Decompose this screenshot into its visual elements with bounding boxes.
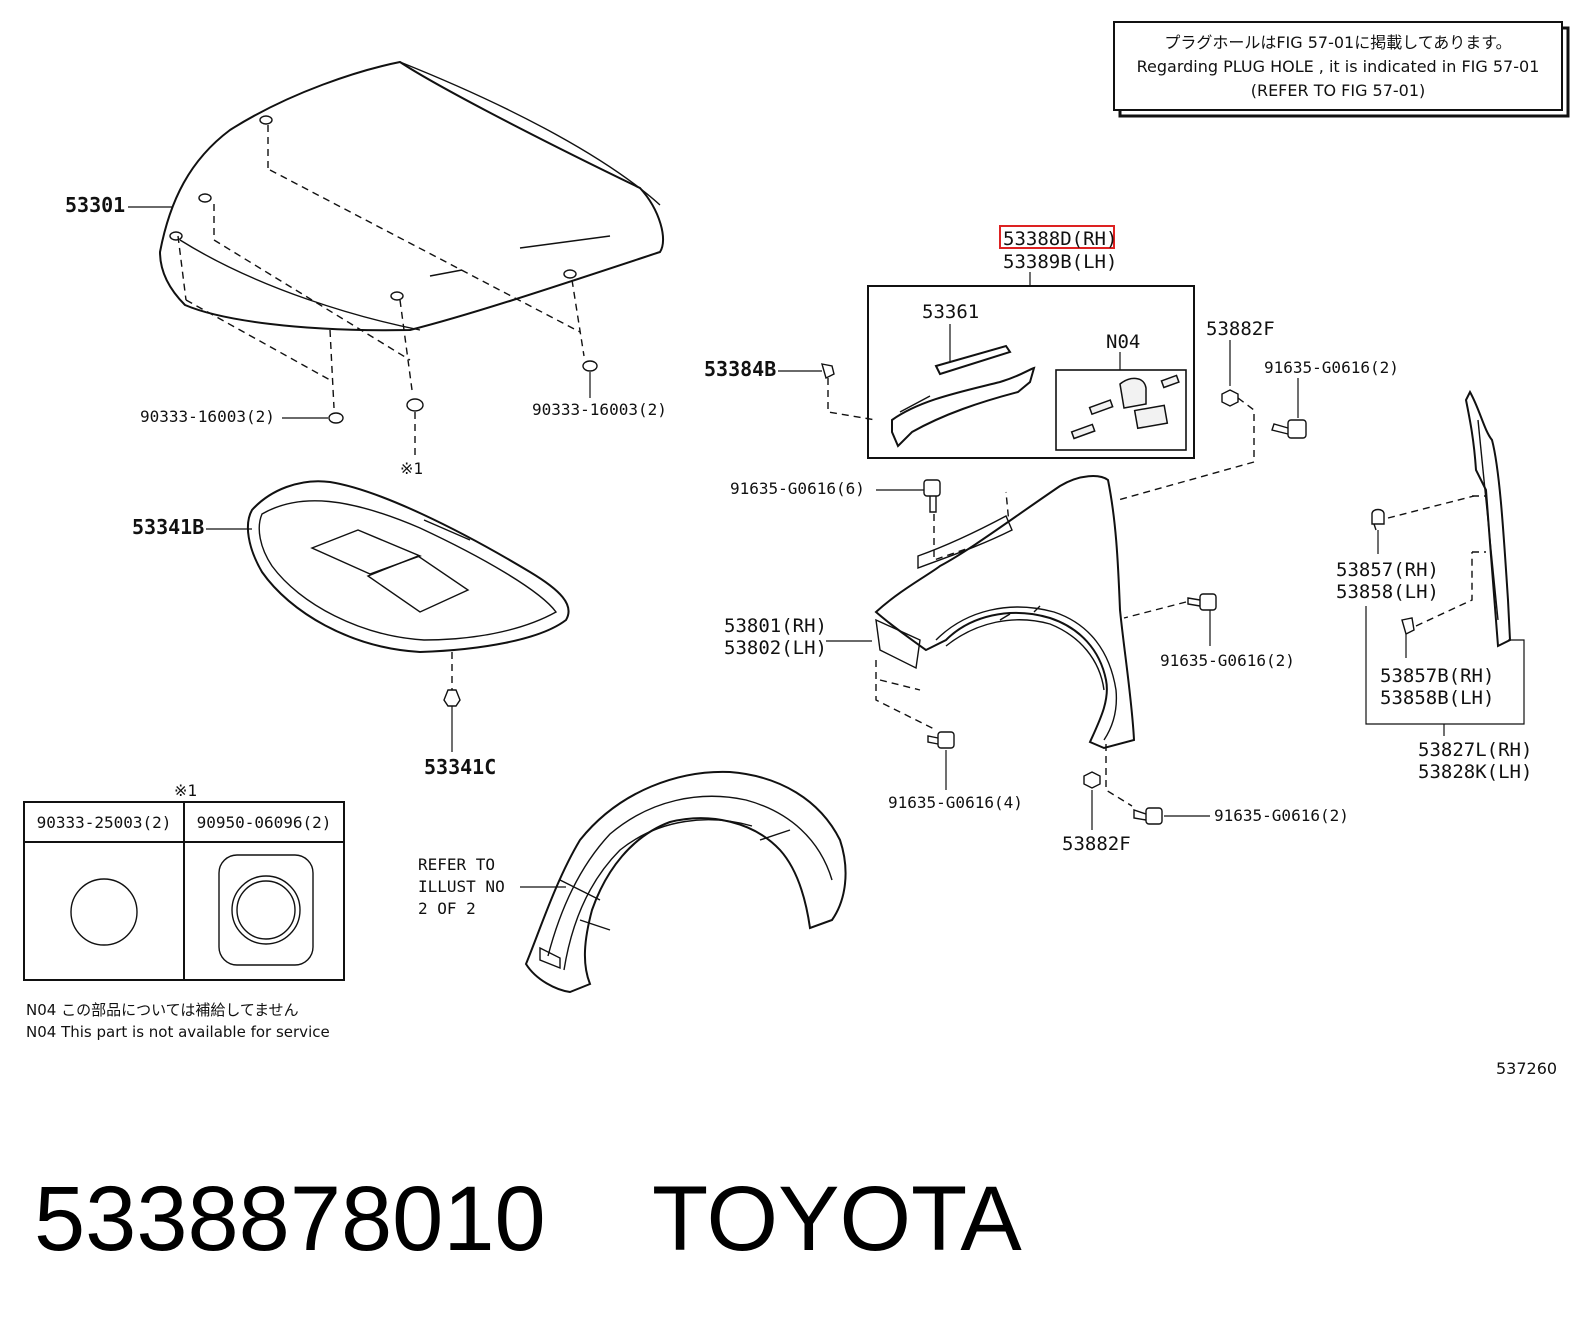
- label-clip-b-lh: 53858B(LH): [1380, 687, 1494, 709]
- seal-assembly-box: 53361 N04: [867, 285, 1195, 459]
- label-highlighted-part: 53388D(RH): [1003, 228, 1117, 250]
- footer-brand: TOYOTA: [652, 1168, 1022, 1270]
- label-clip-rh: 53857(RH): [1336, 559, 1439, 581]
- hood-insulator-part: [246, 480, 570, 654]
- label-screw-bottom: 91635-G0616(2): [1214, 806, 1349, 825]
- label-screw-top-right: 91635-G0616(2): [1264, 358, 1399, 377]
- footnote-jp: N04 この部品については補給してません: [26, 1001, 299, 1019]
- front-fender-part: [874, 475, 1136, 750]
- screw-4-part: [927, 731, 955, 749]
- fender-liner-part: [524, 770, 847, 994]
- label-insulator: 53341B: [132, 515, 204, 539]
- fender-side-seal-part: [1464, 389, 1512, 648]
- refer-line-3: 2 OF 2: [418, 899, 476, 918]
- label-mark-ref: ※1: [400, 459, 423, 478]
- label-screw-6: 91635-G0616(6): [730, 479, 865, 498]
- table-mark: ※1: [174, 781, 197, 800]
- screw-top-right-part: [1271, 419, 1307, 439]
- label-clip-b-rh: 53857B(RH): [1380, 665, 1494, 687]
- table-plug-circle: [70, 878, 138, 946]
- footer-part-number: 5338878010: [34, 1168, 546, 1270]
- highlight-box: [999, 225, 1115, 249]
- label-screw-mid: 91635-G0616(2): [1160, 651, 1295, 670]
- label-clip-lh: 53858(LH): [1336, 581, 1439, 603]
- notice-line-2: Regarding PLUG HOLE , it is indicated in…: [1137, 57, 1540, 76]
- label-bolt-left: 90333-16003(2): [140, 407, 275, 426]
- label-seal-lh: 53389B(LH): [1003, 251, 1117, 273]
- screw-bottom-part: [1133, 807, 1163, 825]
- refer-line-2: ILLUST NO: [418, 877, 505, 896]
- table-plug-square: [218, 854, 314, 966]
- hood-part: [158, 60, 665, 409]
- figure-number: 537260: [1496, 1059, 1557, 1078]
- clip-53857b-part: [1401, 617, 1415, 636]
- label-bolt-right: 90333-16003(2): [532, 400, 667, 419]
- label-fender-lh: 53802(LH): [724, 637, 827, 659]
- notice-box: プラグホールはFIG 57-01に掲載してあります。 Regarding PLU…: [1113, 21, 1570, 118]
- screw-mid-part: [1187, 593, 1217, 611]
- label-insulator-clip: 53341C: [424, 755, 496, 779]
- label-clip-53384b: 53384B: [704, 357, 776, 381]
- hood-plug-center: [406, 398, 424, 412]
- label-seal-inner: 53361: [922, 301, 979, 323]
- insulator-clip-part: [443, 652, 461, 707]
- hood-plug-right: [582, 360, 598, 372]
- label-hood: 53301: [65, 193, 125, 217]
- label-seal-k-lh: 53828K(LH): [1418, 761, 1532, 783]
- label-n04: N04: [1106, 331, 1140, 353]
- label-fender-rh: 53801(RH): [724, 615, 827, 637]
- hood-plug-left: [328, 412, 344, 424]
- notice-line-3: (REFER TO FIG 57-01): [1251, 81, 1426, 100]
- footnote-en: N04 This part is not available for servi…: [26, 1023, 330, 1041]
- reference-table: 90333-25003(2) 90950-06096(2): [23, 801, 345, 981]
- clip-53857-part: [1371, 508, 1385, 531]
- refer-line-1: REFER TO: [418, 855, 495, 874]
- screw-6-part: [923, 479, 941, 513]
- label-washer-bottom: 53882F: [1062, 833, 1131, 855]
- label-screw-4: 91635-G0616(4): [888, 793, 1023, 812]
- label-washer-top: 53882F: [1206, 318, 1275, 340]
- table-col-2: 90950-06096(2): [197, 813, 332, 832]
- notice-line-1: プラグホールはFIG 57-01に掲載してあります。: [1164, 33, 1511, 52]
- label-seal-l-rh: 53827L(RH): [1418, 739, 1532, 761]
- table-col-1: 90333-25003(2): [37, 813, 172, 832]
